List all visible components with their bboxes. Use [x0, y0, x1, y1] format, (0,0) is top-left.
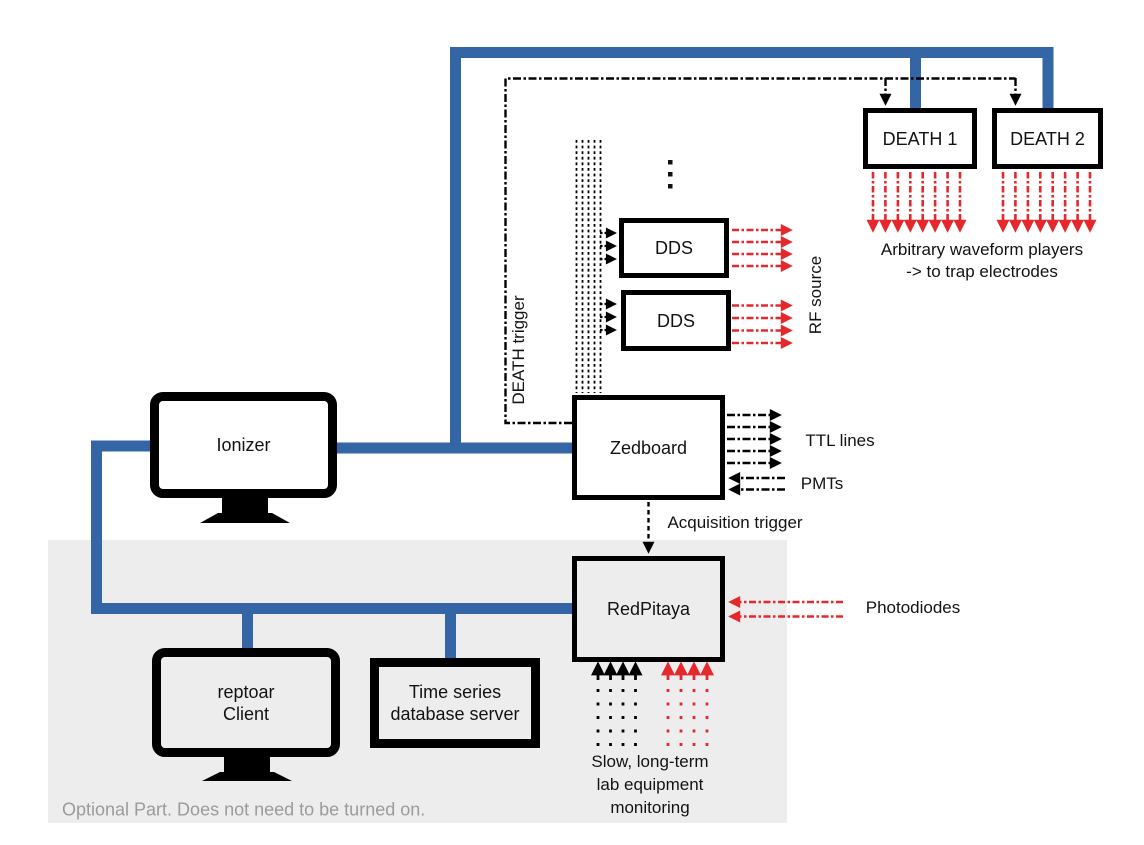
ionizer-monitor-icon: Ionizer	[150, 392, 337, 498]
node-death1-label: DEATH 1	[882, 128, 958, 149]
death-trigger-line	[504, 77, 1022, 425]
ttl-lines-label: TTL lines	[805, 431, 875, 450]
waveform-players-label-line2: -> to trap electrodes	[906, 262, 1058, 281]
dds-rf-output-arrows	[732, 224, 793, 349]
photodiodes-label: Photodiodes	[865, 598, 961, 617]
reptoar-monitor-stand	[224, 756, 270, 773]
node-death2: DEATH 2	[992, 108, 1103, 169]
node-death2-label: DEATH 2	[1010, 128, 1085, 149]
node-timeseries-label-line2: database server	[390, 704, 520, 724]
node-dds-top: DDS	[619, 218, 729, 278]
dds-input-arrows	[600, 227, 617, 336]
node-ionizer-label: Ionizer	[216, 435, 271, 455]
node-reptoar-label-line2: Client	[222, 703, 270, 724]
node-zedboard: Zedboard	[572, 395, 725, 500]
optional-region-caption: Optional Part. Does not need to be turne…	[62, 799, 426, 820]
waveform-players-label-line1: Arbitrary waveform players	[880, 240, 1084, 259]
reptoar-monitor-base	[202, 772, 292, 781]
monitoring-label-line3: monitoring	[610, 798, 690, 817]
monitoring-label-line2: lab equipment	[596, 775, 704, 794]
reptoar-monitor-icon: reptoar Client	[152, 648, 340, 757]
monitoring-input-arrows-black	[591, 661, 643, 746]
node-dds-bottom: DDS	[621, 290, 731, 351]
node-dds-bottom-label: DDS	[656, 310, 695, 331]
network-bus-blue-lines	[91, 47, 1054, 660]
monitoring-label-line1: Slow, long-term	[591, 752, 709, 771]
rf-source-label: RF source	[806, 255, 825, 335]
death1-waveform-arrows	[866, 172, 967, 233]
zedboard-dds-bus-lines	[575, 140, 602, 393]
node-timeseries-server: Time series database server	[370, 658, 540, 748]
ionizer-monitor-stand	[222, 497, 268, 514]
ttl-output-arrows	[727, 409, 782, 469]
node-dds-top-label: DDS	[654, 238, 693, 258]
pmts-label: PMTs	[800, 474, 844, 493]
more-dds-ellipsis-icon	[668, 160, 673, 189]
death2-waveform-arrows	[996, 172, 1097, 233]
ionizer-monitor-base	[200, 513, 290, 523]
death-trigger-label: DEATH trigger	[509, 295, 528, 405]
photodiode-input-arrows	[728, 596, 843, 623]
node-reptoar-label-line1: reptoar	[217, 681, 275, 702]
pmt-input-arrows	[728, 472, 785, 496]
node-death1: DEATH 1	[863, 108, 977, 169]
acquisition-trigger-label: Acquisition trigger	[667, 513, 803, 532]
node-redpitaya: RedPitaya	[572, 556, 725, 662]
node-timeseries-label-line1: Time series	[408, 682, 502, 702]
node-redpitaya-label: RedPitaya	[606, 599, 691, 619]
node-zedboard-label: Zedboard	[609, 437, 688, 458]
monitoring-input-arrows-red	[661, 661, 714, 746]
